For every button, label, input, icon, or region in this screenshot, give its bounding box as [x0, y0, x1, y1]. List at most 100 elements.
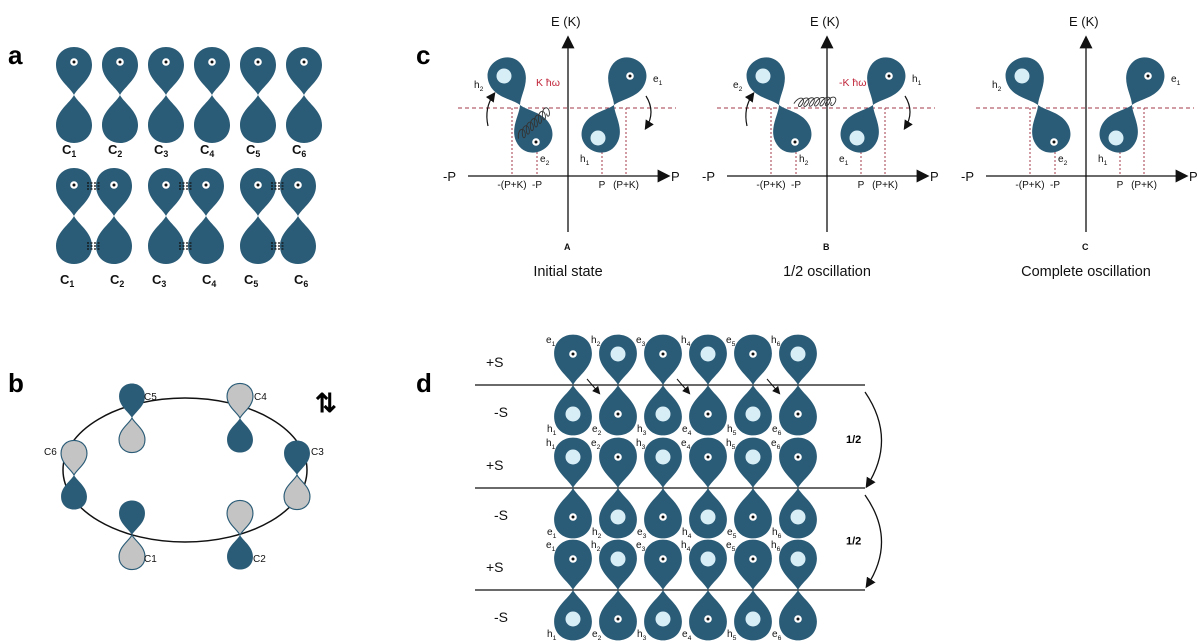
orbital-label: e6 — [772, 424, 782, 437]
neg-momentum-label: -P — [443, 169, 456, 184]
hop-arrow — [676, 378, 691, 395]
carbon-label: C5 — [246, 142, 260, 159]
orbital-label: e3 — [636, 335, 646, 348]
plot-caption: 1/2 oscillation — [783, 264, 871, 280]
hole-marker — [565, 449, 581, 465]
ring-carbon-label: C2 — [253, 554, 266, 565]
orbital-label: e2 — [591, 438, 601, 451]
orbital-label: h2 — [591, 335, 601, 348]
band-orbital-right — [834, 51, 912, 159]
transition-arrow — [644, 95, 654, 131]
ring-carbon-label: C6 — [44, 447, 57, 458]
half-oscillation-arrow — [864, 494, 883, 589]
hole-marker — [655, 611, 671, 627]
electron-marker — [532, 138, 540, 146]
band-orbital-right — [575, 51, 653, 159]
momentum-axis-label: P — [1189, 169, 1198, 184]
electron-dot — [162, 58, 170, 66]
hole-marker — [1014, 68, 1030, 84]
ring-p-orbital — [60, 439, 88, 510]
orbital-label: h3 — [637, 424, 647, 437]
band-orbital-left — [481, 51, 559, 159]
momentum-axis-label: P — [671, 169, 680, 184]
electron-dot — [70, 181, 78, 189]
electron-marker — [1144, 72, 1152, 80]
hole-marker — [700, 346, 716, 362]
electron-marker — [704, 410, 712, 418]
orbital-label: e2 — [1058, 154, 1068, 167]
plot-letter: A — [564, 242, 571, 252]
electron-marker — [749, 350, 757, 358]
electron-marker — [659, 513, 667, 521]
orbital-label: e1 — [547, 527, 557, 540]
ring-p-orbital — [226, 382, 254, 453]
orbital-label: e6 — [772, 629, 782, 642]
ring-p-orbital — [118, 500, 146, 571]
carbon-label: C2 — [110, 272, 124, 289]
carbon-label: C3 — [152, 272, 166, 289]
orbital-label: h5 — [727, 629, 737, 642]
orbital-label: h5 — [726, 438, 736, 451]
hole-marker — [745, 406, 761, 422]
orbital-label: h2 — [592, 527, 602, 540]
ring-carbon-label: C3 — [311, 447, 324, 458]
hole-marker — [655, 406, 671, 422]
orbital-label: e4 — [681, 438, 691, 451]
hole-marker — [496, 68, 512, 84]
orbital-label: h4 — [681, 335, 691, 348]
electron-marker — [569, 555, 577, 563]
orbital-label: h6 — [771, 540, 781, 553]
orbital-label: e2 — [592, 629, 602, 642]
orbital-label: e1 — [839, 154, 849, 167]
panel-d: +S-Se1h1h2e2e3h3h4e4e5h5h6e6+S-Sh1e1e2h2… — [475, 334, 883, 642]
orbital-label: h1 — [580, 154, 590, 167]
orbital-label: h2 — [474, 80, 484, 93]
tick-label: P — [1117, 180, 1124, 191]
electron-marker — [659, 350, 667, 358]
orbital-label: h1 — [547, 629, 557, 642]
carbon-label: C6 — [294, 272, 308, 289]
photon-label: K ħω — [536, 77, 560, 89]
spin-row-label: +S — [486, 559, 504, 575]
orbital-label: h1 — [546, 438, 556, 451]
ring-ellipse — [62, 397, 308, 543]
orbital-label: h4 — [681, 540, 691, 553]
hole-marker — [790, 551, 806, 567]
spin-row-label: -S — [494, 404, 508, 420]
electron-dot — [300, 58, 308, 66]
ring-carbon-label: C5 — [144, 392, 157, 403]
electron-marker — [749, 513, 757, 521]
tick-label: -P — [532, 180, 542, 191]
orbital-label: e2 — [592, 424, 602, 437]
transition-arrow — [485, 92, 496, 127]
electron-marker — [569, 513, 577, 521]
ring-p-orbital — [118, 383, 146, 454]
energy-axis-label: E (K) — [551, 14, 581, 29]
electron-dot — [116, 58, 124, 66]
spin-row-label: +S — [486, 354, 504, 370]
electron-marker — [794, 410, 802, 418]
band-orbital-left — [999, 51, 1077, 159]
plot-caption: Complete oscillation — [1021, 264, 1151, 280]
electron-marker — [791, 138, 799, 146]
carbon-label: C1 — [62, 142, 76, 159]
electron-marker — [704, 453, 712, 461]
hole-marker — [1108, 130, 1124, 146]
orbital-label: h2 — [591, 540, 601, 553]
hole-marker — [700, 551, 716, 567]
tick-label: -(P+K) — [497, 180, 526, 191]
electron-marker — [614, 615, 622, 623]
spin-row-label: -S — [494, 507, 508, 523]
hole-marker — [790, 346, 806, 362]
orbital-label: e3 — [636, 540, 646, 553]
tick-label: (P+K) — [872, 180, 898, 191]
hole-marker — [610, 551, 626, 567]
carbon-label: C4 — [202, 272, 216, 289]
ring-p-orbital — [226, 499, 254, 570]
orbital-label: h3 — [636, 438, 646, 451]
orbital-label: e5 — [726, 335, 736, 348]
carbon-label: C5 — [244, 272, 258, 289]
